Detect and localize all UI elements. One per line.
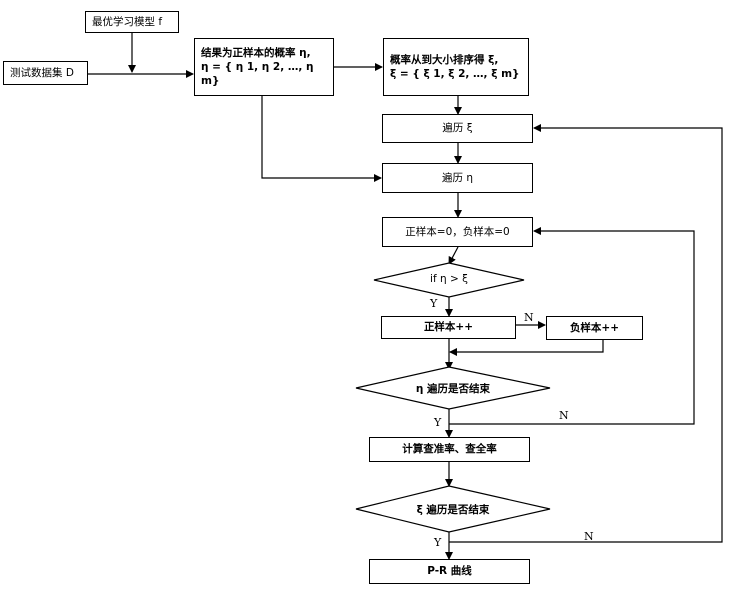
label-y-xi: Y — [434, 536, 442, 549]
model-box: 最优学习模型 f — [85, 11, 179, 33]
eta-done-text: η 遍历是否结束 — [415, 383, 491, 395]
compute-box: 计算查准率、查全率 — [369, 437, 530, 462]
iter-xi-text: 遍历 ξ — [442, 122, 473, 135]
prob-line-1: 结果为正样本的概率 η, — [201, 46, 311, 59]
compute-text: 计算查准率、查全率 — [402, 443, 497, 456]
prob-line-2: η = { η 1, η 2, …, η m} — [201, 60, 314, 88]
init-text: 正样本=0，负样本=0 — [405, 225, 510, 238]
edge-xidone-loop — [449, 124, 723, 543]
iter-xi-box: 遍历 ξ — [382, 114, 533, 143]
neg-inc-text: 负样本++ — [569, 321, 620, 334]
pos-inc-text: 正样本++ — [423, 321, 474, 334]
iter-eta-box: 遍历 η — [382, 163, 533, 193]
pr-box: P-R 曲线 — [369, 559, 530, 584]
edge-neg-to-main — [449, 340, 604, 356]
edge-prob-to-itereta — [261, 96, 382, 182]
cond-diamond — [373, 262, 525, 298]
xi-done-diamond — [355, 485, 551, 533]
label-y-eta: Y — [434, 416, 442, 429]
pr-text: P-R 曲线 — [427, 565, 472, 578]
edge-init-to-cond — [448, 246, 459, 265]
label-n-cond: N — [524, 311, 534, 324]
pos-inc-box: 正样本++ — [381, 316, 516, 339]
label-n-xi: N — [584, 530, 594, 543]
sort-box: 概率从到大小排序得 ξ, ξ = { ξ 1, ξ 2, …, ξ m} — [383, 38, 529, 96]
sort-line-2: ξ = { ξ 1, ξ 2, …, ξ m} — [390, 68, 520, 80]
dataset-box: 测试数据集 D — [3, 61, 88, 85]
prob-box: 结果为正样本的概率 η, η = { η 1, η 2, …, η m} — [194, 38, 334, 96]
dataset-text: 测试数据集 D — [10, 66, 74, 79]
eta-done-diamond — [355, 366, 551, 410]
label-y-cond: Y — [430, 297, 438, 310]
iter-eta-text: 遍历 η — [442, 171, 473, 184]
edge-etadone-loop — [449, 227, 695, 425]
label-n-eta: N — [559, 409, 569, 422]
model-text: 最优学习模型 f — [92, 15, 163, 28]
neg-inc-box: 负样本++ — [546, 316, 643, 340]
sort-line-1: 概率从到大小排序得 ξ, — [390, 53, 499, 66]
cond-text: if η > ξ — [430, 273, 468, 285]
init-box: 正样本=0，负样本=0 — [382, 217, 533, 247]
xi-done-text: ξ 遍历是否结束 — [416, 504, 490, 516]
